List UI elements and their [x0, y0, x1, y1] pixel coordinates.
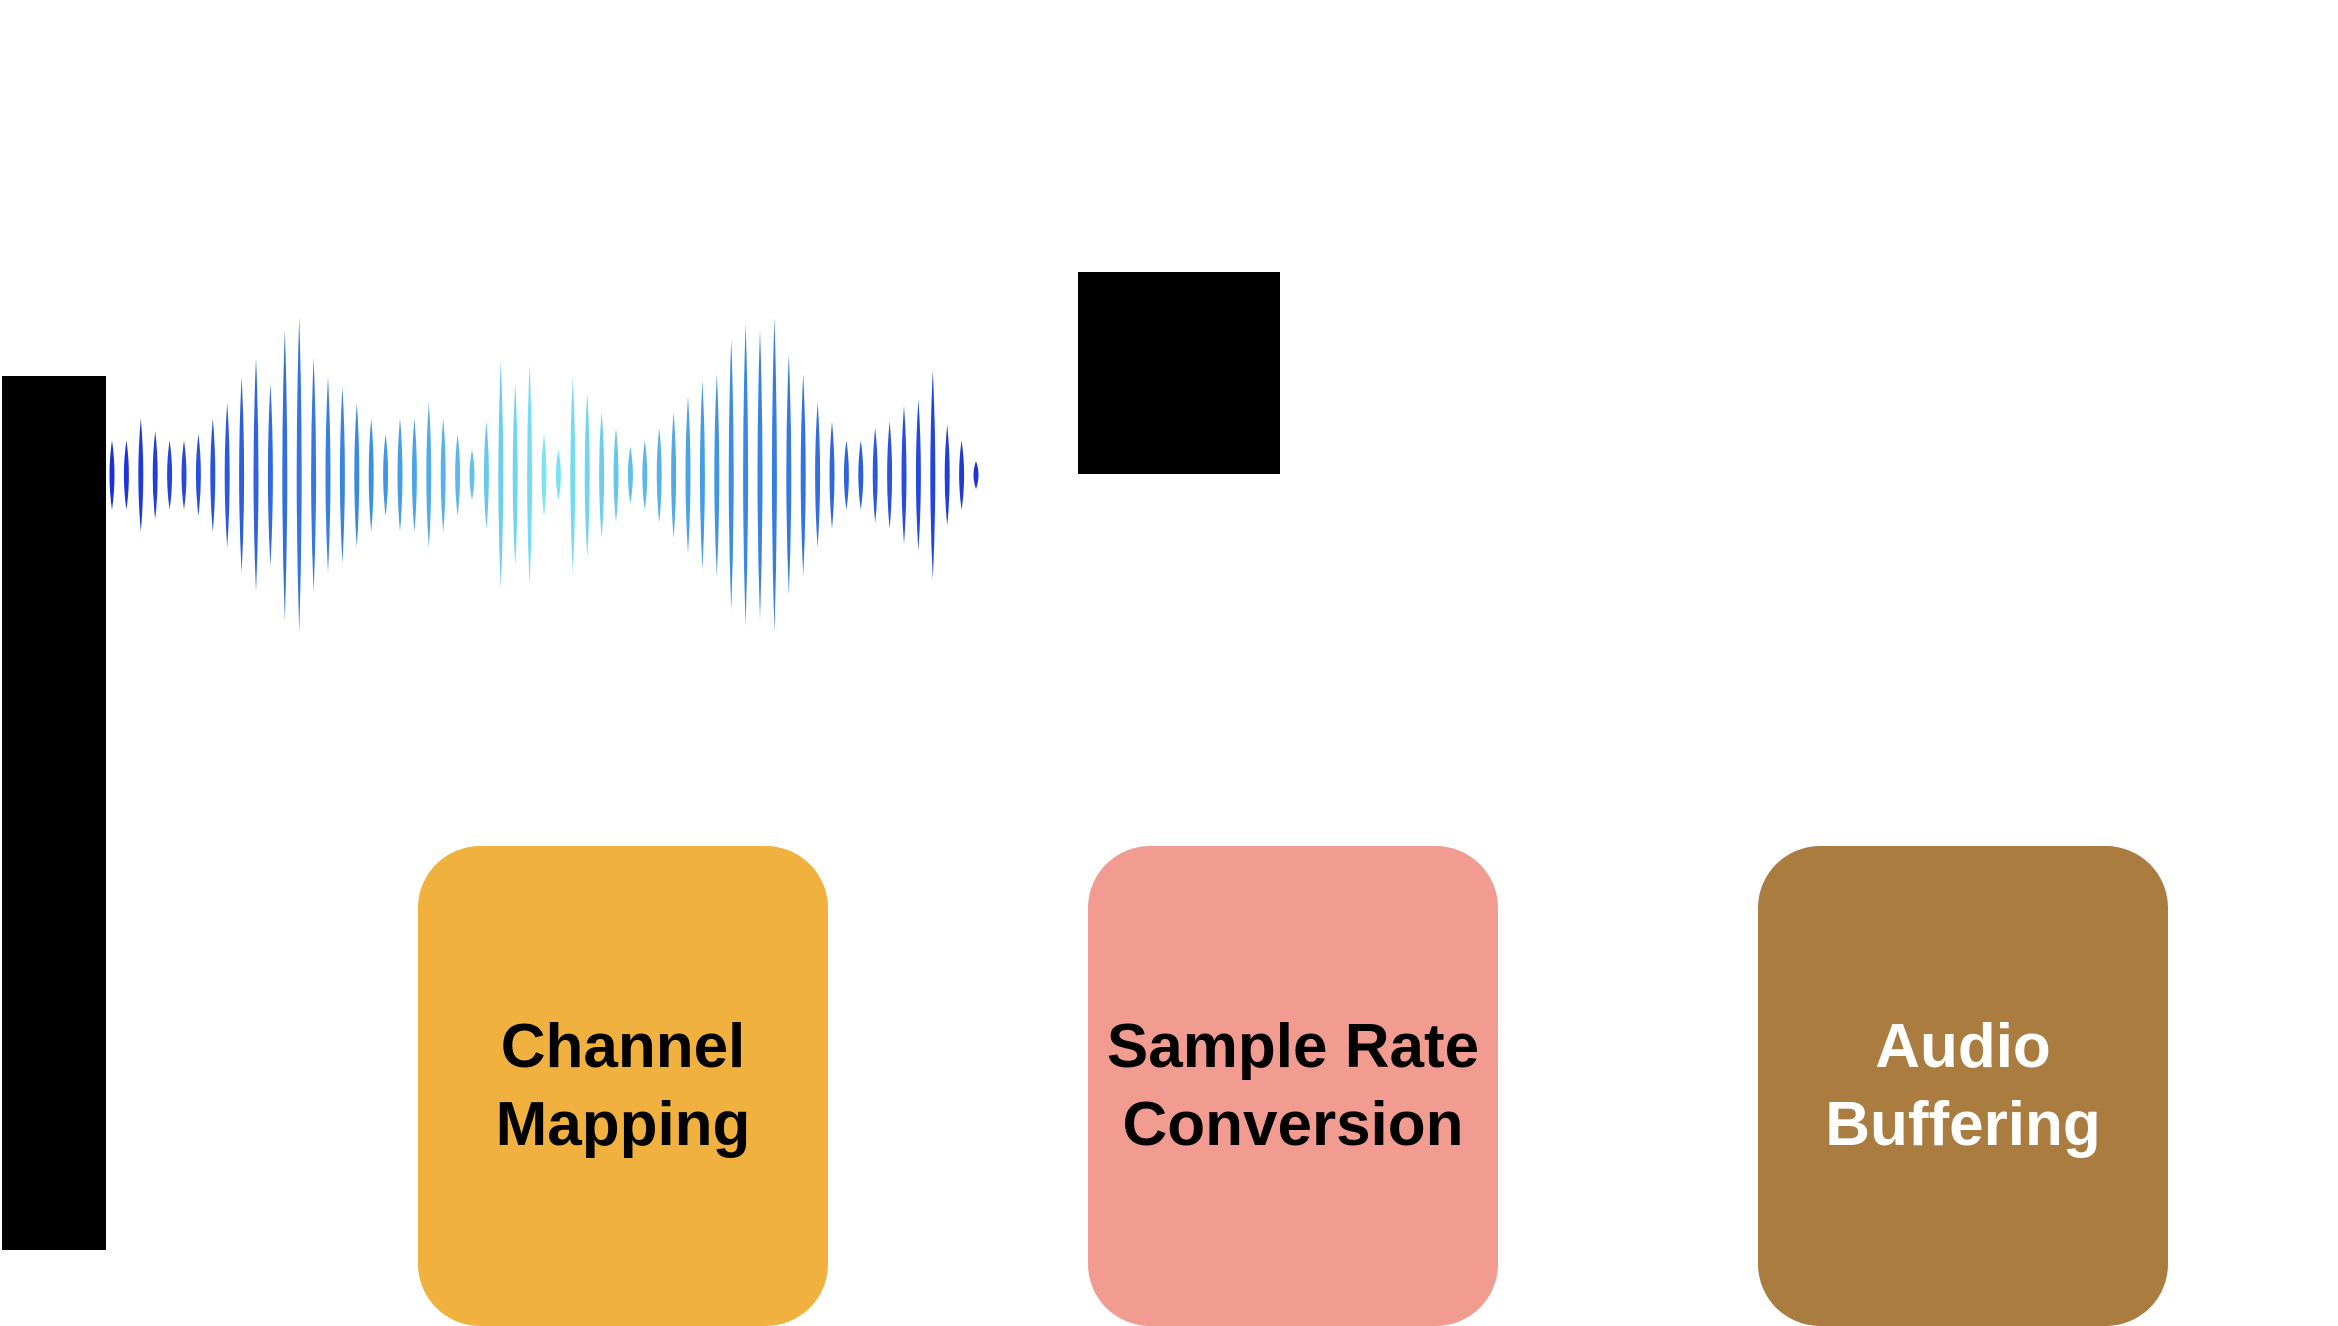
- waveform-bar: [743, 323, 749, 627]
- waveform-bar: [757, 329, 763, 621]
- waveform-bar: [685, 396, 691, 554]
- waveform-bar: [973, 461, 979, 489]
- waveform-bar: [699, 380, 705, 570]
- waveform-bar: [253, 358, 259, 592]
- waveform-bar: [671, 411, 677, 539]
- waveform-bar: [570, 377, 576, 573]
- sample-rate-conversion-label: Sample Rate Conversion: [1107, 1008, 1479, 1164]
- waveform-bar: [887, 421, 893, 529]
- waveform-bar: [195, 433, 201, 517]
- waveform-bar: [541, 433, 547, 517]
- audio-buffering-label-line1: Audio: [1875, 1012, 2051, 1081]
- waveform-bar: [829, 421, 835, 529]
- waveform-bar: [728, 339, 734, 611]
- waveform-bar: [455, 433, 461, 517]
- waveform-bar: [599, 411, 605, 539]
- waveform-bar: [181, 440, 187, 510]
- waveform-bar: [224, 402, 230, 548]
- waveform-bar: [109, 440, 115, 510]
- waveform-bar: [411, 418, 417, 532]
- channel-mapping-label: Channel Mapping: [496, 1008, 751, 1164]
- sample-rate-conversion-label-line2: Conversion: [1122, 1090, 1464, 1159]
- waveform-bar: [555, 449, 561, 501]
- waveform-bar: [656, 427, 662, 523]
- audio-buffering-label: Audio Buffering: [1825, 1008, 2101, 1164]
- waveform-bar: [282, 329, 288, 621]
- waveform-bar: [239, 377, 245, 573]
- waveform-bar: [642, 440, 648, 510]
- waveform-bar: [426, 402, 432, 548]
- waveform-bar: [397, 418, 403, 532]
- sample-rate-conversion-label-line1: Sample Rate: [1106, 1012, 1480, 1081]
- channel-mapping-box: Channel Mapping: [418, 846, 828, 1326]
- waveform-bar: [815, 402, 821, 548]
- audio-buffering-box: Audio Buffering: [1758, 846, 2168, 1326]
- waveform-icon: [109, 317, 979, 633]
- waveform-bar: [959, 440, 965, 510]
- waveform-bar: [584, 392, 590, 558]
- audio-buffering-label-line2: Buffering: [1825, 1090, 2101, 1159]
- waveform-bar: [483, 421, 489, 529]
- waveform-bar: [469, 449, 475, 501]
- waveform-bar: [311, 358, 317, 592]
- waveform-bar: [325, 377, 331, 573]
- waveform-bar: [498, 361, 504, 589]
- waveform-bar: [714, 373, 720, 577]
- waveform-bar: [627, 446, 633, 504]
- waveform-bar: [339, 386, 345, 564]
- waveform-bar: [843, 440, 849, 510]
- sample-rate-conversion-box: Sample Rate Conversion: [1088, 846, 1498, 1326]
- waveform-bar: [901, 405, 907, 545]
- waveform-bar: [786, 354, 792, 596]
- waveform-bar: [944, 424, 950, 526]
- waveform-bar: [210, 418, 216, 532]
- waveform-bar: [152, 430, 158, 520]
- waveform-bar: [771, 317, 777, 633]
- channel-mapping-label-line2: Mapping: [495, 1090, 751, 1159]
- waveform-bar: [915, 399, 921, 551]
- waveform-bar: [296, 317, 302, 633]
- waveform-bar: [858, 440, 864, 510]
- black-bar-shape: [2, 376, 106, 1250]
- waveform-bar: [527, 364, 533, 586]
- waveform-bar: [138, 418, 144, 532]
- waveform-bar: [800, 373, 806, 577]
- channel-mapping-label-line1: Channel: [500, 1012, 746, 1081]
- waveform-bar: [267, 383, 273, 567]
- waveform-bar: [930, 370, 936, 580]
- waveform-bar: [512, 383, 518, 567]
- waveform-bar: [613, 427, 619, 523]
- waveform-bar: [872, 427, 878, 523]
- waveform-bar: [383, 433, 389, 517]
- waveform-bar: [167, 440, 173, 510]
- waveform-bar: [354, 402, 360, 548]
- waveform-bar: [440, 418, 446, 532]
- black-square-shape: [1078, 272, 1280, 474]
- waveform-bar: [368, 418, 374, 532]
- waveform-bar: [123, 440, 129, 510]
